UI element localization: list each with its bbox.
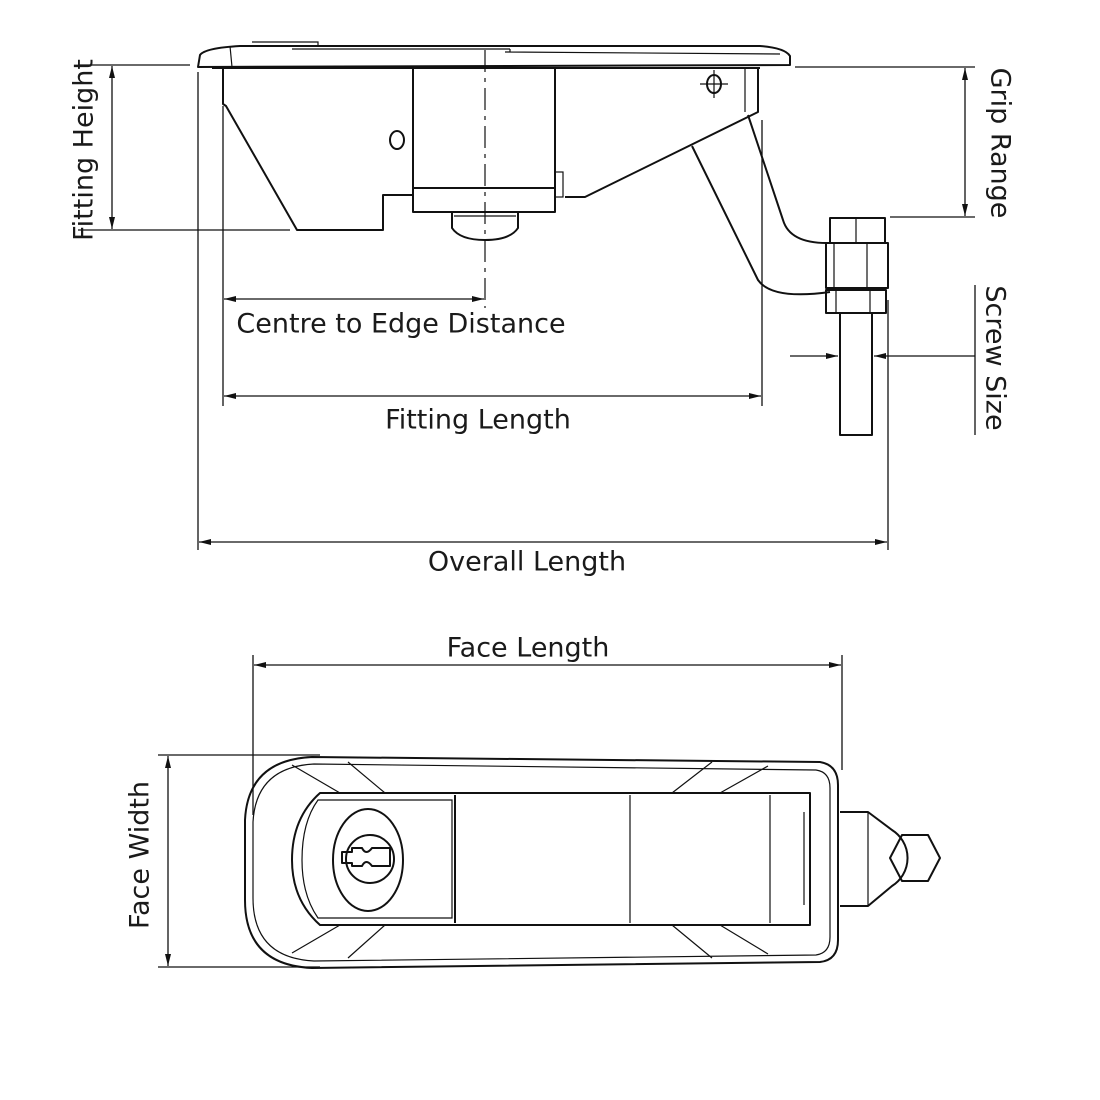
screw-size-label: Screw Size xyxy=(979,285,1011,431)
rear-lug xyxy=(840,811,941,907)
keyhole-icon xyxy=(341,847,391,867)
front-dimension-lines xyxy=(158,655,843,968)
bolt-assembly xyxy=(825,217,889,436)
face-plate xyxy=(197,41,791,69)
centre-to-edge-label: Centre to Edge Distance xyxy=(236,308,566,340)
dimension-lines xyxy=(78,64,976,550)
diagonal-ribs xyxy=(291,761,769,959)
grip-range-label: Grip Range xyxy=(984,67,1016,219)
fitting-length-label: Fitting Length xyxy=(385,404,571,436)
side-view xyxy=(78,41,976,550)
front-view xyxy=(158,655,941,969)
handle-plate xyxy=(291,792,811,926)
face-length-label: Face Length xyxy=(446,632,610,664)
mounting-hole xyxy=(389,130,405,150)
body-housing xyxy=(222,67,759,231)
overall-length-label: Overall Length xyxy=(427,546,627,578)
pivot-hole xyxy=(700,70,728,98)
key-cylinder xyxy=(332,808,404,912)
fitting-height-label: Fitting Height xyxy=(68,59,100,241)
face-width-label: Face Width xyxy=(124,780,156,930)
latch-arm xyxy=(691,114,831,296)
